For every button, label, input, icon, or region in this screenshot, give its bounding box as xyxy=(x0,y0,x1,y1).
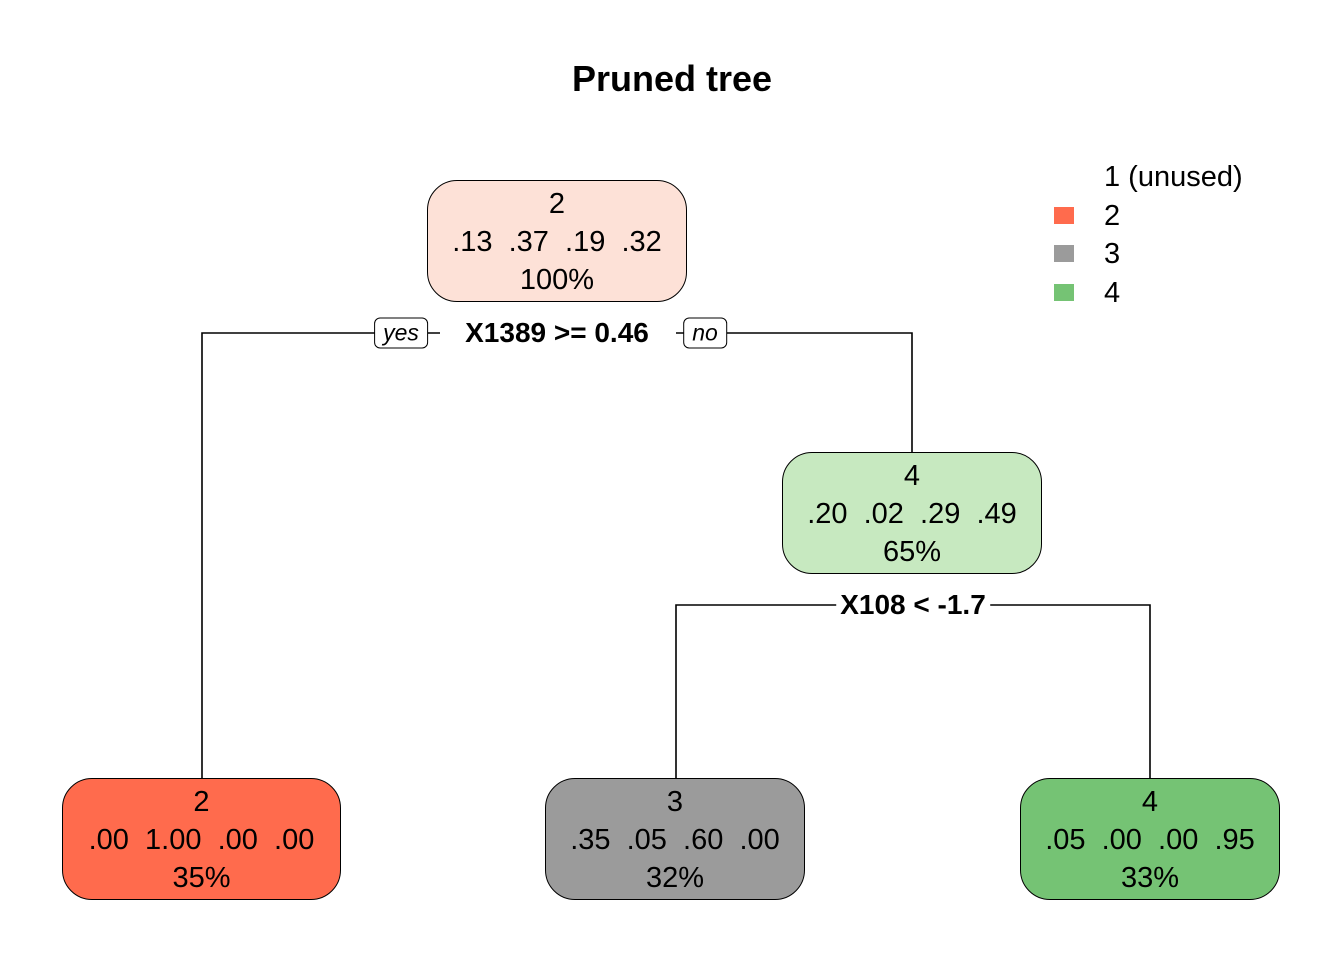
legend-label-1: 1 (unused) xyxy=(1104,161,1243,193)
edge-right-right xyxy=(912,604,1151,778)
node-right-class: 4 xyxy=(903,460,921,492)
legend: 1 (unused) 2 3 4 xyxy=(1052,158,1243,312)
node-root-pct: 100% xyxy=(519,264,595,296)
split-label-root: X1389 >= 0.46 xyxy=(461,317,653,349)
legend-swatch-2 xyxy=(1054,206,1074,224)
node-leaf-mid: 3 .35 .05 .60 .00 32% xyxy=(545,778,805,900)
node-right: 4 .20 .02 .29 .49 65% xyxy=(782,452,1042,574)
node-leaf-right: 4 .05 .00 .00 .95 33% xyxy=(1020,778,1280,900)
branch-tag-yes: yes xyxy=(374,317,428,349)
branch-tag-no: no xyxy=(683,317,727,349)
node-root: 2 .13 .37 .19 .32 100% xyxy=(427,180,687,302)
legend-swatch-3 xyxy=(1054,245,1074,262)
legend-item-2: 2 xyxy=(1052,197,1243,236)
edge-right-left xyxy=(675,604,912,778)
legend-item-4: 4 xyxy=(1052,274,1243,313)
node-leaf-right-class: 4 xyxy=(1141,786,1159,818)
node-root-class: 2 xyxy=(548,188,566,220)
node-right-pct: 65% xyxy=(882,536,942,568)
node-leaf-left: 2 .00 1.00 .00 .00 35% xyxy=(62,778,341,900)
node-leaf-right-probs: .05 .00 .00 .95 xyxy=(1045,824,1255,856)
node-leaf-left-pct: 35% xyxy=(172,862,231,894)
node-leaf-right-pct: 33% xyxy=(1120,862,1180,894)
node-leaf-mid-class: 3 xyxy=(666,786,684,818)
legend-item-3: 3 xyxy=(1052,235,1243,274)
legend-label-4: 4 xyxy=(1104,276,1121,309)
legend-label-2: 2 xyxy=(1104,199,1121,232)
node-leaf-mid-pct: 32% xyxy=(645,862,705,894)
node-root-probs: .13 .37 .19 .32 xyxy=(452,226,662,258)
edge-root-right xyxy=(676,332,913,453)
chart-title: Pruned tree xyxy=(571,58,773,99)
legend-label-3: 3 xyxy=(1104,238,1121,270)
node-leaf-left-probs: .00 1.00 .00 .00 xyxy=(88,824,315,856)
legend-swatch-4 xyxy=(1054,283,1074,301)
node-right-probs: .20 .02 .29 .49 xyxy=(807,498,1017,530)
edge-root-left xyxy=(201,332,440,778)
legend-item-1: 1 (unused) xyxy=(1052,158,1243,197)
node-leaf-mid-probs: .35 .05 .60 .00 xyxy=(570,824,780,856)
node-leaf-left-class: 2 xyxy=(193,786,210,818)
split-label-right: X108 < -1.7 xyxy=(836,589,990,621)
